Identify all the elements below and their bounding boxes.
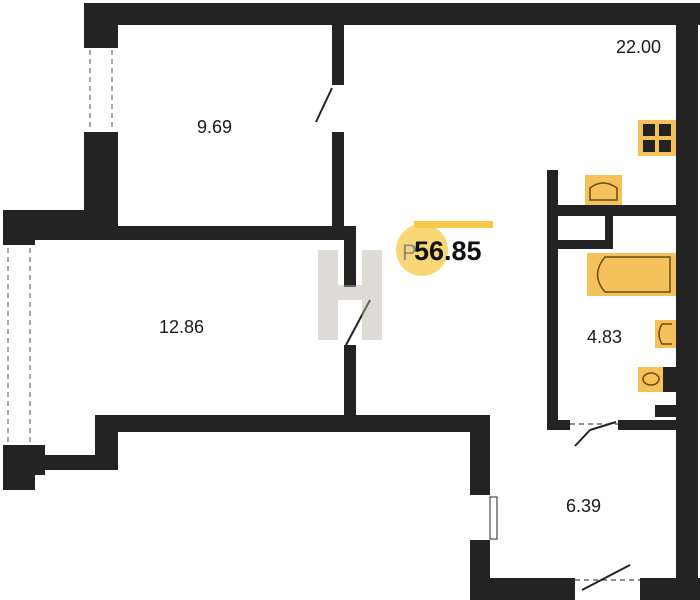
room-area-bathroom: 4.83 [587, 327, 623, 347]
total-area-badge [396, 221, 493, 276]
washbasin-icon [655, 320, 676, 348]
windows [7, 50, 498, 540]
fixtures [585, 120, 676, 392]
watermark-logo [318, 250, 382, 340]
logo-letter: Р [402, 240, 417, 265]
total-area: 56.85 [414, 236, 482, 266]
toilet-icon [638, 367, 676, 392]
bathtub-icon [587, 253, 676, 296]
stove-icon [638, 120, 676, 156]
walls [3, 3, 700, 600]
room-area-bedroom-1: 9.69 [197, 117, 233, 137]
doors [315, 87, 640, 591]
room-area-kitchen-living: 22.00 [616, 37, 662, 57]
room-area-bedroom-2: 12.86 [159, 317, 205, 337]
kitchen-sink-icon [585, 175, 622, 205]
room-area-hallway: 6.39 [566, 496, 602, 516]
